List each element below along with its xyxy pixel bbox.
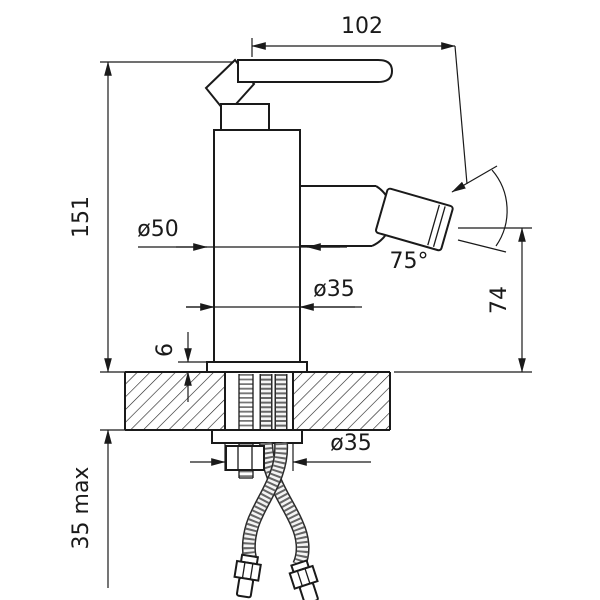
deck-hatch-left [126, 373, 224, 429]
dim-mounting-hole: ø35 [190, 431, 372, 471]
dim-spout-reach: 102 [251, 14, 468, 185]
dim-base-diameter-label: ø50 [137, 217, 178, 242]
base-flange [206, 361, 308, 373]
faucet-outline [204, 58, 454, 373]
mounting-washer [211, 429, 303, 444]
fixing-nut [225, 445, 265, 471]
dim-outlet-height: 74 [394, 227, 532, 373]
dim-spout-reach-label: 102 [341, 14, 383, 39]
hose-left [241, 442, 289, 560]
dim-body-diameter: ø35 [186, 277, 362, 311]
dim-body-diameter-label: ø35 [313, 277, 354, 302]
handle-lever [237, 59, 394, 83]
dim-base-plate-height: 6 [153, 332, 207, 402]
hose-fitting-left [233, 553, 262, 599]
aerator-head [375, 187, 454, 252]
dim-deck-thickness-label: 35 max [69, 467, 94, 550]
cartridge-neck [220, 103, 270, 133]
dim-spray-angle: 75° [390, 165, 508, 274]
dim-spray-angle-label: 75° [390, 249, 429, 274]
dim-total-height: 151 [69, 61, 234, 373]
dim-deck-thickness: 35 max [69, 429, 126, 588]
dim-base-plate-height-label: 6 [153, 343, 178, 357]
dim-base-diameter: ø50 [137, 217, 347, 251]
under-counter-hardware [211, 374, 319, 600]
dim-outlet-height-label: 74 [487, 286, 512, 314]
mounting-deck [124, 371, 391, 431]
hose-through-deck [259, 374, 288, 432]
faucet-body [213, 129, 301, 363]
dim-total-height-label: 151 [69, 196, 94, 238]
hose-fitting-right [288, 559, 319, 600]
dim-mounting-hole-label: ø35 [330, 431, 371, 456]
spout-joint [300, 185, 394, 247]
deck-hatch-right [294, 373, 389, 429]
